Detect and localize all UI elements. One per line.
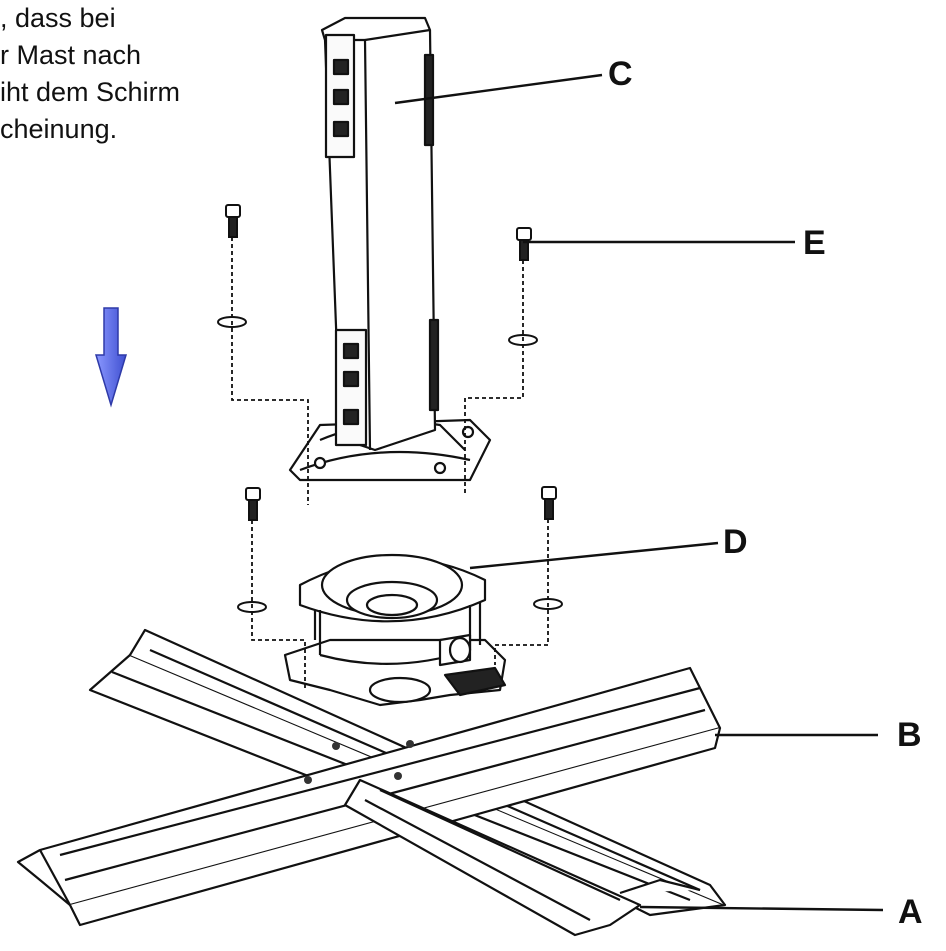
instruction-line-3: iht dem Schirm [0,77,181,107]
rotating-bearing-d [283,553,507,707]
instruction-line-4: cheinung. [0,114,118,144]
instruction-line-2: r Mast nach [0,40,142,70]
callout-label-c: C [608,55,633,93]
callout-label-d: D [723,523,748,561]
mast-c [288,16,492,482]
instruction-line-1: , dass bei [0,3,116,33]
callout-label-a: A [898,893,923,931]
assembly-guide-lines [231,237,549,690]
callout-label-b: B [897,716,922,754]
callout-leaders [394,73,884,912]
cross-base-rail-a-front [343,778,642,937]
down-arrow-icon [94,307,128,408]
callout-label-e: E [803,224,826,262]
bolts-and-washers-e [217,204,563,613]
instruction-text: , dass bei r Mast nach iht dem Schirm chein… [0,0,180,148]
base-bolt-holes [304,740,414,784]
